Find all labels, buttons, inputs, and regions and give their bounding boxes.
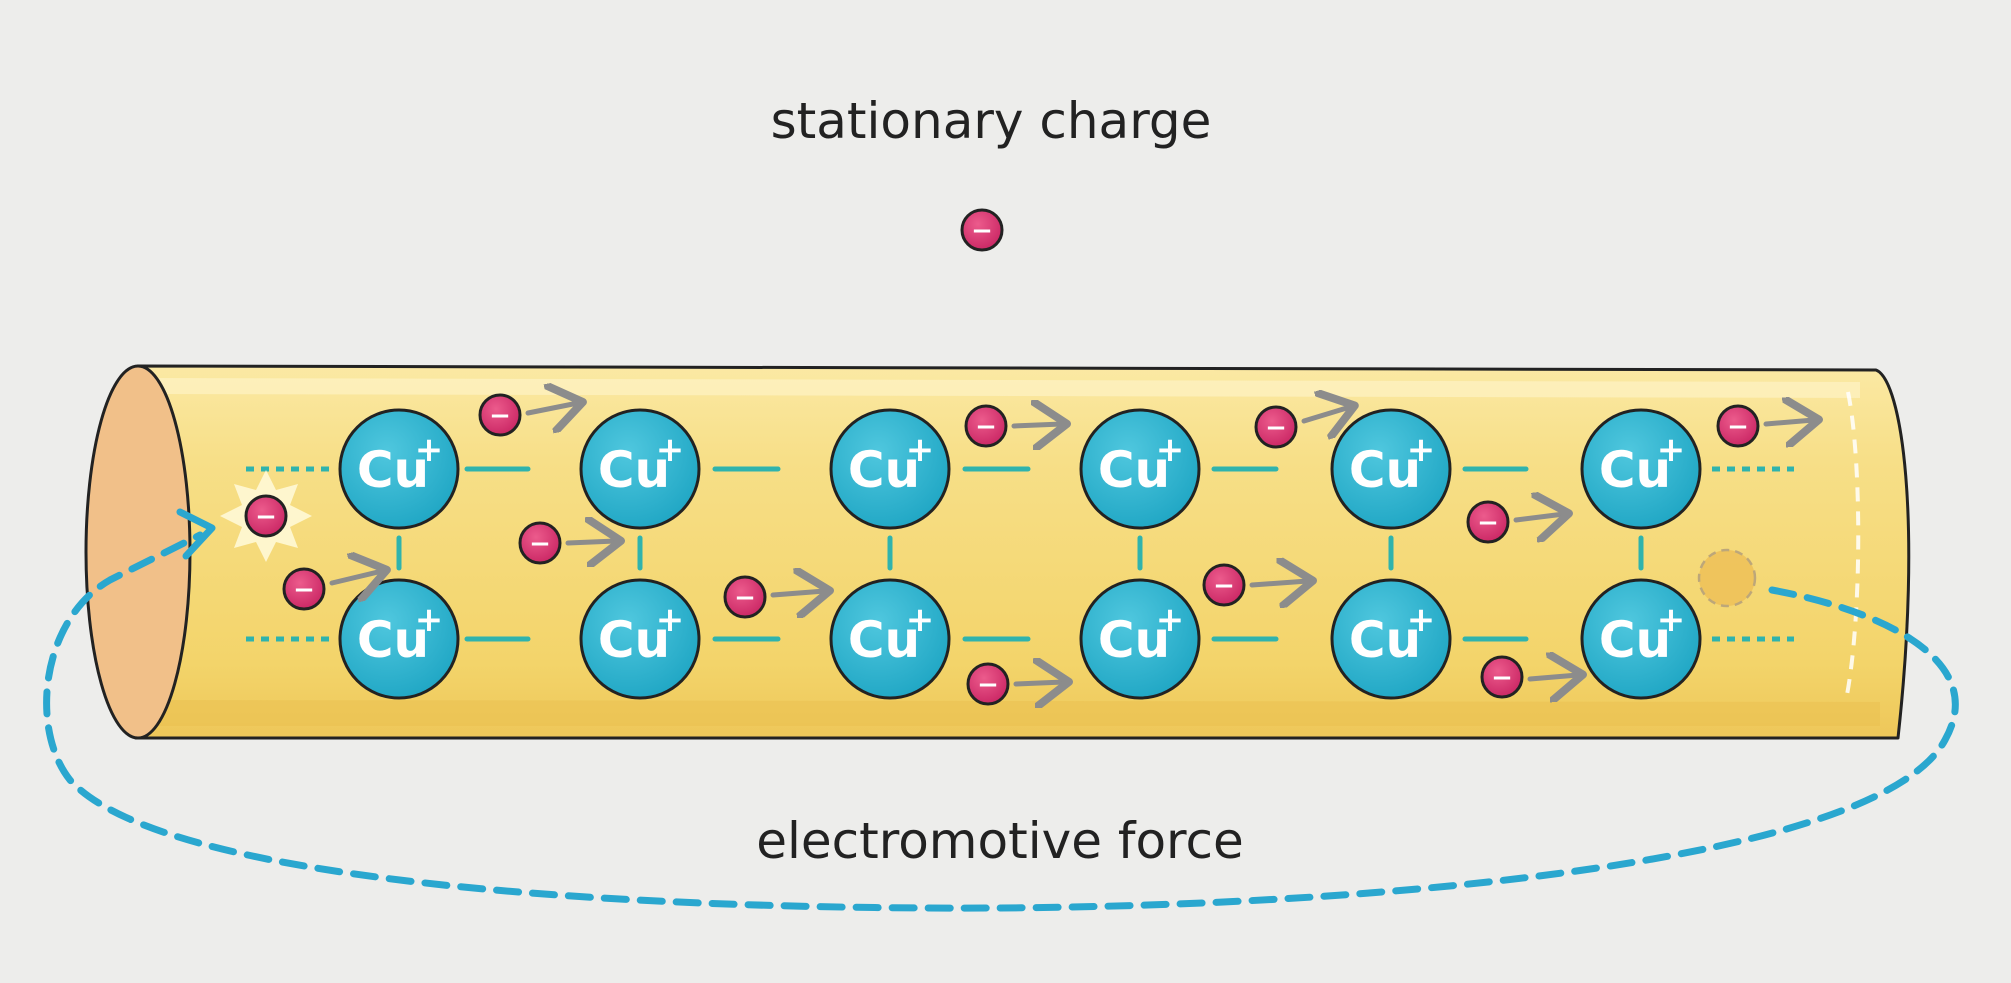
cu-ion: Cu + <box>579 578 701 700</box>
cu-symbol: Cu <box>357 611 429 669</box>
cu-symbol: Cu <box>848 441 920 499</box>
cu-ion: Cu + <box>829 408 951 530</box>
emf-loop-arrowhead <box>176 508 216 560</box>
cu-ion: Cu + <box>829 578 951 700</box>
drift-arrow <box>1527 675 1578 679</box>
cu-ion: Cu + <box>1580 408 1702 530</box>
cu-symbol: Cu <box>1098 611 1170 669</box>
cu-ion: Cu + <box>1079 408 1201 530</box>
drift-arrow <box>565 541 616 543</box>
electron-sign: − <box>529 529 551 559</box>
electron-sign: − <box>1491 663 1513 693</box>
electron-sign: − <box>1477 508 1499 538</box>
cu-symbol: Cu <box>1349 441 1421 499</box>
drift-electron: − <box>966 664 1064 704</box>
cu-charge: + <box>906 430 935 470</box>
electron-sign: − <box>975 412 997 442</box>
drift-electron: − <box>518 523 616 563</box>
cu-charge: + <box>415 430 444 470</box>
cu-charge: + <box>1657 600 1686 640</box>
cu-symbol: Cu <box>1098 441 1170 499</box>
cu-charge: + <box>1657 430 1686 470</box>
cu-ion: Cu + <box>338 408 460 530</box>
cu-symbol: Cu <box>1599 441 1671 499</box>
drift-arrow <box>1763 420 1814 424</box>
drift-arrow <box>1513 514 1564 520</box>
cu-symbol: Cu <box>848 611 920 669</box>
electron-sign: − <box>977 670 999 700</box>
cu-ion: Cu + <box>1330 408 1452 530</box>
cu-ion: Cu + <box>1079 578 1201 700</box>
drift-arrow <box>329 571 382 583</box>
drift-arrow <box>1011 424 1062 426</box>
stationary-electron: − <box>960 208 1004 252</box>
cu-symbol: Cu <box>1599 611 1671 669</box>
wire-body <box>134 364 1911 740</box>
lattice-bonds <box>396 466 1644 642</box>
electron-sign: − <box>489 401 511 431</box>
cu-ion: Cu + <box>1580 578 1702 700</box>
cu-charge: + <box>1156 600 1185 640</box>
drift-electron: − <box>282 569 382 611</box>
electron-sign: − <box>1265 413 1287 443</box>
cu-symbol: Cu <box>598 441 670 499</box>
drift-electron: − <box>1716 406 1814 448</box>
electron-sign: − <box>255 502 277 532</box>
drift-arrow <box>525 403 578 413</box>
cu-charge: + <box>1407 430 1436 470</box>
emf-loop <box>43 531 1959 912</box>
cu-ion: Cu + <box>579 408 701 530</box>
cu-ion: Cu + <box>1330 578 1452 700</box>
cu-charge: + <box>1156 430 1185 470</box>
cu-charge: + <box>415 600 444 640</box>
electron-sign: − <box>971 216 993 246</box>
cu-ion: Cu + <box>338 578 460 700</box>
drift-arrow <box>1249 581 1308 585</box>
cu-symbol: Cu <box>357 441 429 499</box>
drift-electron: − <box>478 395 578 437</box>
electron-sign: − <box>1727 412 1749 442</box>
cu-charge: + <box>656 600 685 640</box>
drifting-electrons: − − − − − <box>244 395 1814 704</box>
drift-arrow <box>770 591 825 595</box>
drift-electron: − <box>964 406 1062 446</box>
electron-sign: − <box>1213 571 1235 601</box>
drift-electron: − <box>244 494 288 538</box>
stationary-charge-label: stationary charge <box>771 92 1212 150</box>
drift-electron: − <box>1466 502 1564 544</box>
wire-far-end-outline <box>1844 391 1861 701</box>
electromotive-force-label: electromotive force <box>756 812 1244 870</box>
drift-arrow <box>1301 407 1350 421</box>
copper-wire <box>84 364 1911 740</box>
wire-end-cap <box>84 364 192 740</box>
drift-arrow <box>1013 682 1064 684</box>
electron-sign: − <box>734 583 756 613</box>
electron-exit-ghost <box>1697 548 1757 608</box>
copper-ion-lattice: Cu + Cu + Cu + Cu + Cu + <box>338 408 1702 700</box>
electron-sign: − <box>293 575 315 605</box>
cu-symbol: Cu <box>1349 611 1421 669</box>
drift-electron: − <box>723 577 825 619</box>
cu-charge: + <box>1407 600 1436 640</box>
cu-charge: + <box>656 430 685 470</box>
cu-symbol: Cu <box>598 611 670 669</box>
drift-electron: − <box>1202 565 1308 605</box>
cu-charge: + <box>906 600 935 640</box>
drift-electron: − <box>1254 407 1350 449</box>
wire-shadow-band <box>150 700 1880 726</box>
drift-electron: − <box>1480 657 1578 697</box>
